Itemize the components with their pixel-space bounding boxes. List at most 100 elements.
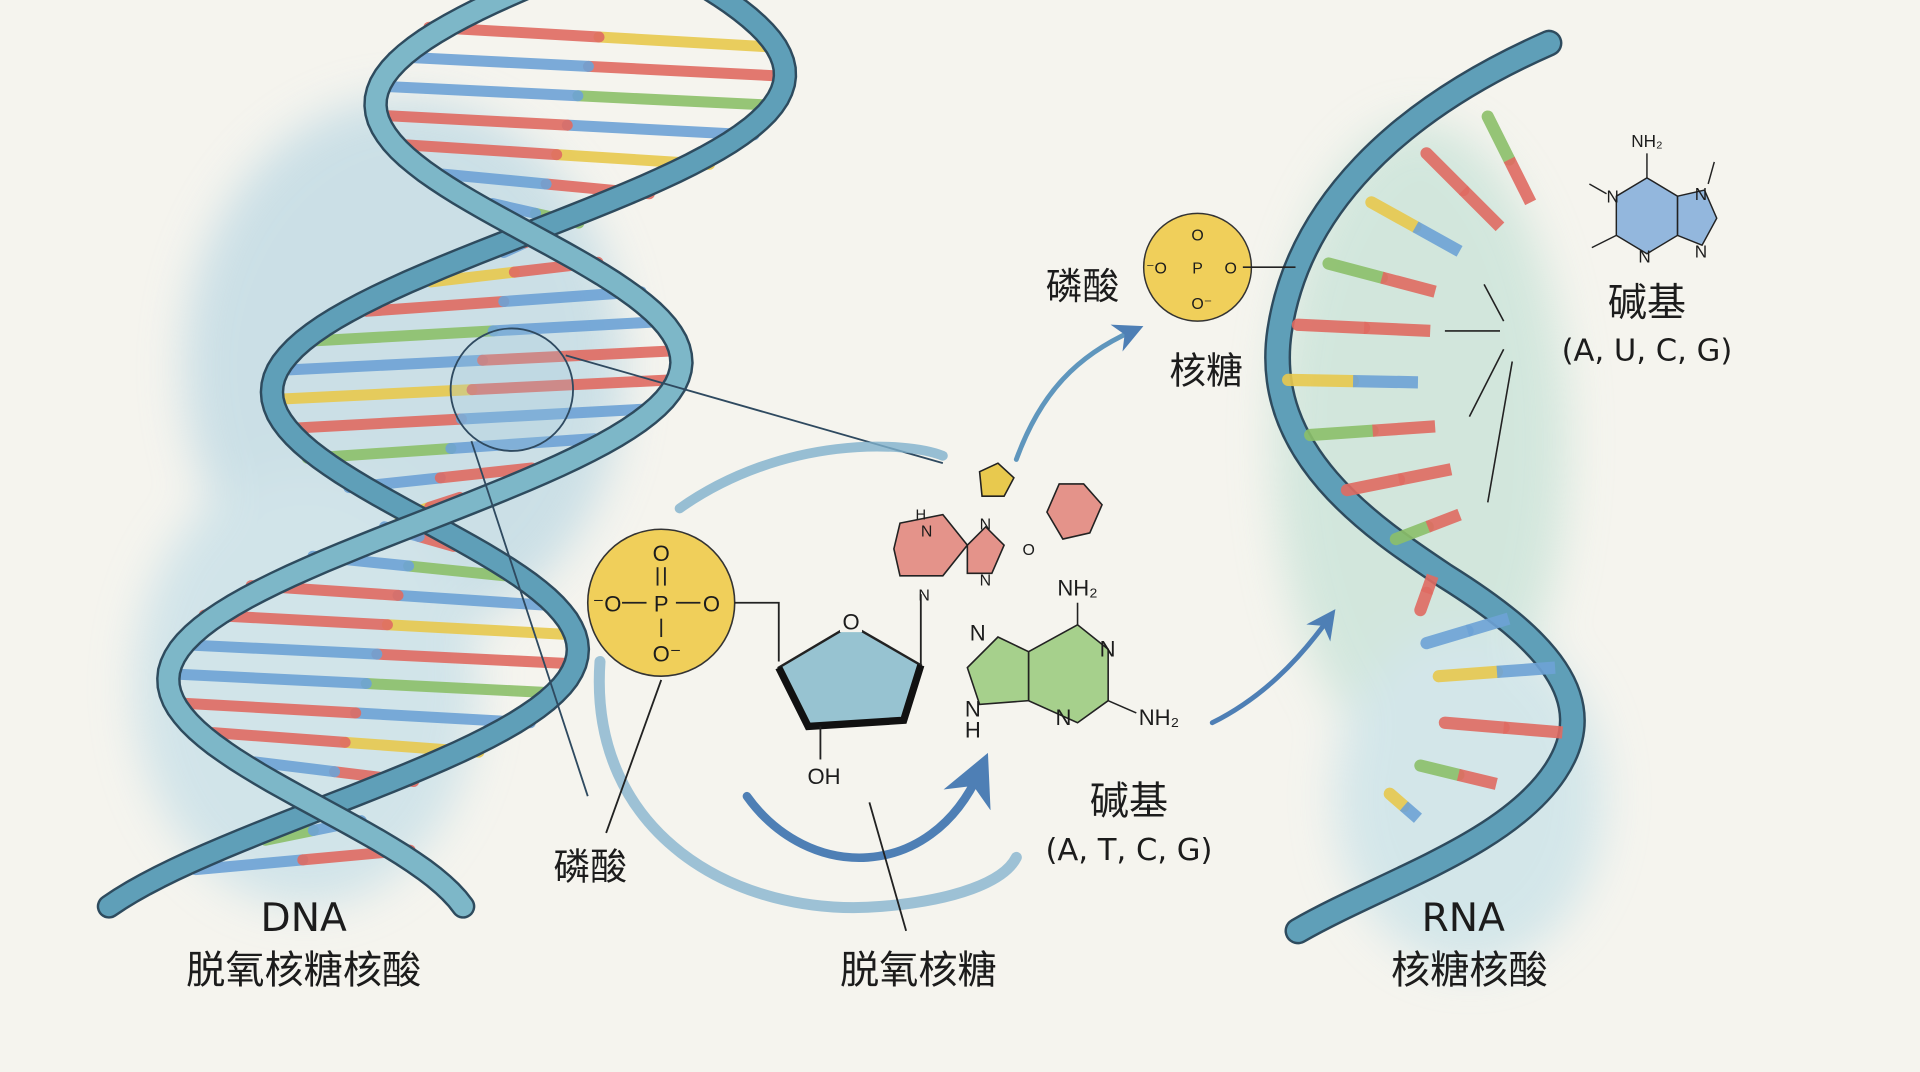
base-pair-rung xyxy=(398,139,563,161)
atom-label: H xyxy=(916,507,927,523)
rna-base-rung xyxy=(1458,185,1505,232)
atom-label: O xyxy=(1191,227,1203,244)
base-pair-rung xyxy=(593,31,775,53)
rna-base-rung xyxy=(1322,257,1388,284)
atom-label: O xyxy=(1224,260,1236,277)
atom-label: H xyxy=(965,717,981,742)
rna-base-rung xyxy=(1425,508,1462,533)
base-pair-rung xyxy=(274,413,467,435)
rna-base-rung xyxy=(1282,373,1360,388)
base-pair-rung xyxy=(392,589,551,611)
rna-base-rung xyxy=(1420,573,1439,595)
atom-label: N xyxy=(1607,186,1619,206)
rna-base-letters: (A, U, C, G) xyxy=(1562,333,1733,368)
rna-base-rung xyxy=(1481,110,1516,166)
atom-label: ⁻O xyxy=(593,591,622,616)
arrow-icon xyxy=(1013,324,1144,462)
rna-base-rung xyxy=(1503,721,1563,739)
base-pair-rung xyxy=(425,266,520,288)
atom-label: O xyxy=(653,541,670,566)
base-pair-rung xyxy=(310,325,499,347)
rna-base-rung xyxy=(1372,420,1436,437)
atom-label: N xyxy=(1100,637,1116,662)
base-pair-rung xyxy=(434,462,538,484)
phosphate-label: 磷酸 xyxy=(553,845,626,888)
atom-label: O xyxy=(1022,542,1034,559)
base-pair-rung xyxy=(572,90,785,112)
base-pair-rung xyxy=(205,727,351,748)
arrow-icon xyxy=(1209,609,1336,726)
base-pair-rung xyxy=(437,168,552,190)
rna-base-rung xyxy=(1456,768,1498,790)
atom-label: O xyxy=(703,591,720,616)
atom-label: NH₂ xyxy=(1057,575,1097,600)
rna-base-rung xyxy=(1420,624,1474,650)
atom-label: O⁻ xyxy=(1191,296,1212,313)
atom-label: N xyxy=(980,573,992,590)
atom-label: N xyxy=(1638,246,1650,266)
base-pair-rung xyxy=(175,697,362,719)
atom-label: N xyxy=(918,587,930,604)
atom-label: NH₂ xyxy=(1631,131,1662,151)
base-pair-rung xyxy=(249,756,341,778)
base-pair-rung xyxy=(278,354,489,376)
atom-label: O⁻ xyxy=(653,642,682,667)
rna-base-rung xyxy=(1465,612,1511,637)
base-pair-rung xyxy=(189,854,309,876)
rna-base-rung xyxy=(1304,424,1379,442)
rna-base-rung xyxy=(1420,147,1470,197)
phosphate-group: O ⁻O P O O⁻ xyxy=(586,528,736,678)
rna-phosphate-label: 磷酸 xyxy=(1046,265,1119,308)
base-pair-rung xyxy=(361,296,510,317)
atom-label: N xyxy=(1695,184,1707,204)
atom-label: OH xyxy=(808,764,841,789)
ribose-label: 核糖 xyxy=(1169,350,1242,393)
rna-base-rung xyxy=(1496,661,1556,679)
base-letters: (A, T, C, G) xyxy=(1045,833,1212,868)
rna-base-rung xyxy=(1399,801,1422,823)
cycle-arrows xyxy=(593,324,1336,913)
rna-base-label: 碱基 xyxy=(1608,281,1686,326)
dna-subtitle: 脱氧核糖核酸 xyxy=(186,949,421,994)
rna-base-rung xyxy=(1365,196,1422,233)
rna-base-rung xyxy=(1363,321,1431,338)
rna-base-rung xyxy=(1380,271,1437,298)
atom-label: P xyxy=(654,591,669,616)
deoxyribose-sugar: O OH xyxy=(775,594,925,932)
rna-base-rung xyxy=(1397,463,1453,486)
rna-subtitle: 核糖核酸 xyxy=(1391,949,1548,994)
rna-base-rung xyxy=(1414,586,1433,617)
rna-base-rung xyxy=(1503,156,1537,206)
atom-label: N xyxy=(965,697,981,722)
modified-base: H N N N N O xyxy=(893,462,1103,604)
base-pair-rung xyxy=(381,619,577,641)
rna-base-rung xyxy=(1438,716,1510,734)
rna-single-strand xyxy=(1264,29,1586,945)
base-pair-rung xyxy=(403,560,510,582)
magnifier-circle xyxy=(449,327,574,452)
atom-label: P xyxy=(1192,260,1203,277)
base-pair-rung xyxy=(375,109,573,131)
deoxyribose-label: 脱氧核糖 xyxy=(840,949,997,994)
base-pair-rung xyxy=(582,60,790,82)
rna-phosphate-group: O ⁻O P O O⁻ xyxy=(1142,212,1296,322)
rna-base-rung xyxy=(1383,787,1410,813)
purine-base: NH₂ N N N N H NH₂ xyxy=(965,575,1179,742)
arrow-icon xyxy=(742,752,991,862)
base-pair-rung xyxy=(387,51,594,72)
atom-label: NH₂ xyxy=(1139,705,1179,730)
base-pair-rung xyxy=(170,638,383,660)
dna-backbone-strand xyxy=(99,0,795,917)
rna-base-rung xyxy=(1291,318,1371,334)
rna-base-rung xyxy=(1414,759,1465,781)
atom-label: O xyxy=(842,610,859,635)
rna-backbone xyxy=(1266,32,1584,942)
rna-base-rung xyxy=(1412,221,1463,257)
base-pair-rung xyxy=(370,80,584,102)
rna-base-rung xyxy=(1432,665,1504,683)
atom-label: N xyxy=(970,621,986,646)
base-pair-rung xyxy=(266,384,478,405)
rna-title: RNA xyxy=(1422,896,1506,941)
